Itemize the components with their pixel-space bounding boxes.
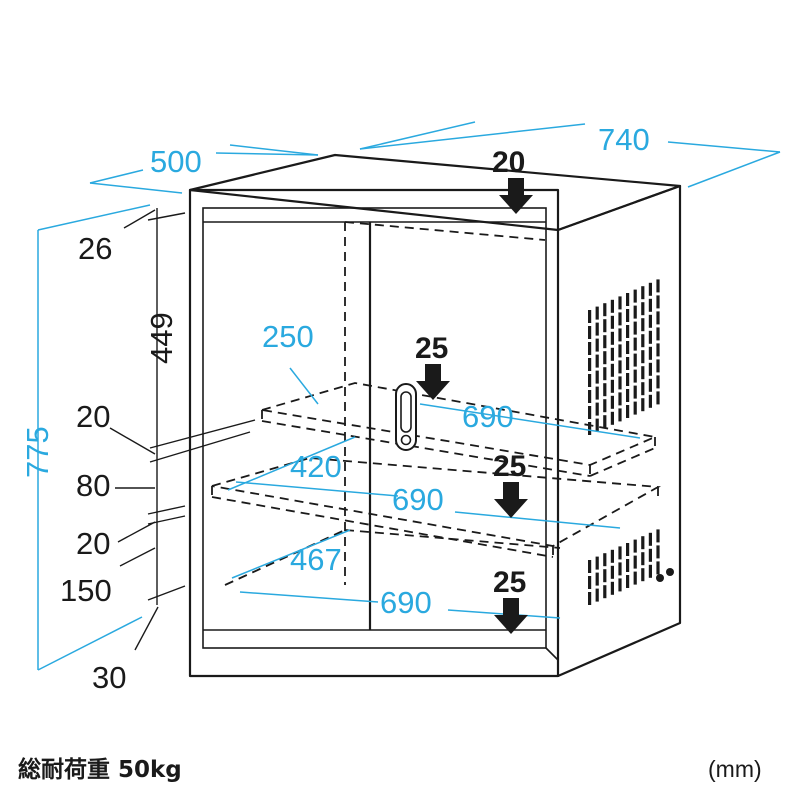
unit-text: (mm) [708, 756, 762, 782]
load-arrow-bottom-icon [494, 598, 528, 634]
shelf-depth-mid-label: 420 [290, 449, 342, 484]
load-middle-shelf-label: 25 [493, 450, 526, 483]
shelf-depth-top-label: 250 [262, 319, 314, 354]
side-dimension-leaders [109, 208, 256, 651]
height-label: 775 [20, 426, 55, 478]
side-gap-label: 80 [76, 468, 110, 503]
load-bottom-label: 25 [493, 566, 526, 599]
shelf-depth-bottom-label: 467 [290, 542, 342, 577]
side-shelf1-label: 20 [76, 399, 110, 434]
cabinet-body [188, 153, 682, 678]
cabinet-front-opening [202, 207, 547, 649]
cabinet-side-face [557, 184, 682, 678]
side-lower-label: 150 [60, 573, 112, 608]
side-upper-label: 449 [144, 312, 179, 364]
shelf-dimension-lines [227, 367, 641, 619]
middle-shelf [211, 457, 661, 558]
side-bottom-label: 30 [92, 660, 126, 695]
side-top-label: 26 [78, 231, 112, 266]
shelf-width-mid-label: 690 [392, 482, 444, 517]
total-load-text: 総耐荷重 50kg [18, 756, 182, 783]
depth-label: 500 [150, 144, 202, 179]
overall-dimension-lines [37, 121, 781, 671]
upper-shelf [261, 382, 659, 477]
shelf-width-top-label: 690 [462, 399, 514, 434]
side-shelf2-label: 20 [76, 526, 110, 561]
load-top-label: 20 [492, 146, 525, 179]
door-handle-icon [395, 383, 417, 451]
load-upper-shelf-label: 25 [415, 332, 448, 365]
load-arrow-top-icon [499, 178, 533, 214]
side-screw-icon [656, 568, 674, 582]
shelf-width-bottom-label: 690 [380, 585, 432, 620]
side-vent-upper-icon [588, 279, 660, 435]
width-label: 740 [598, 122, 650, 157]
cabinet-top-face [188, 153, 682, 232]
side-vent-lower-icon [588, 529, 660, 605]
load-arrow-middle-shelf-icon [494, 482, 528, 518]
load-arrow-upper-shelf-icon [416, 364, 450, 400]
